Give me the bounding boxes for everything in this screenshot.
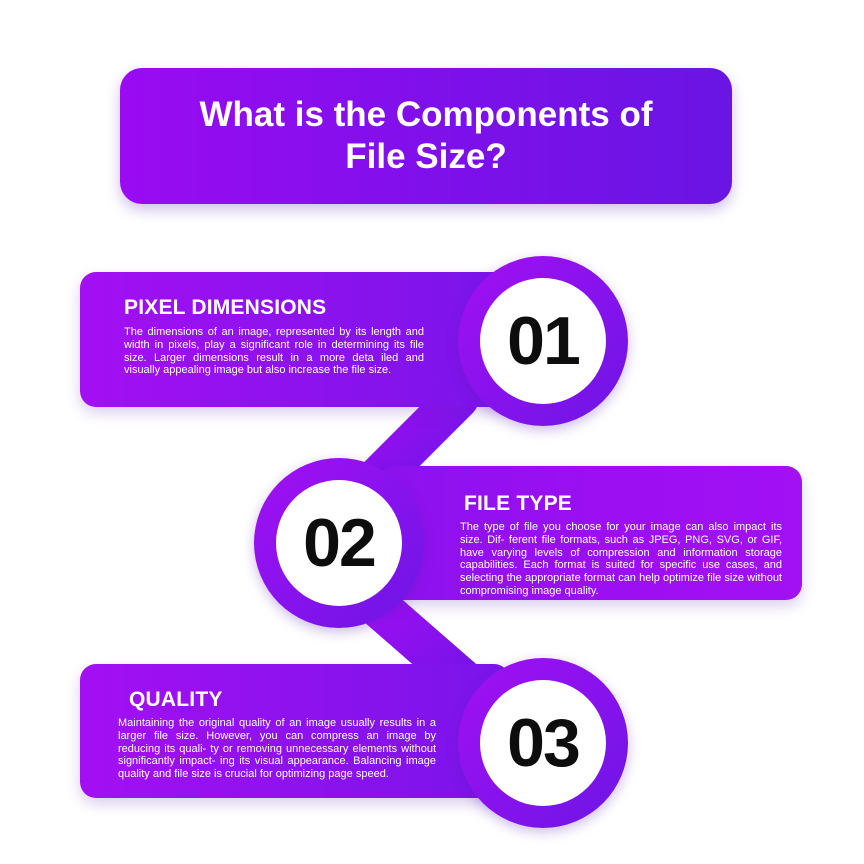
page-title: What is the Components of File Size? — [199, 95, 653, 176]
step-number: 03 — [507, 705, 581, 781]
number-disc: 01 — [480, 278, 606, 404]
step-description: The dimensions of an image, represented … — [124, 326, 424, 377]
step-description: Maintaining the original quality of an i… — [118, 717, 436, 781]
step-card-pixel-dimensions: PIXEL DIMENSIONS The dimensions of an im… — [80, 272, 510, 407]
step-card-quality: QUALITY Maintaining the original quality… — [80, 664, 510, 798]
step-number: 02 — [303, 505, 377, 581]
step-number-badge-02: 02 — [254, 458, 424, 628]
step-number-badge-01: 01 — [458, 256, 628, 426]
step-card-file-type: FILE TYPE The type of file you choose fo… — [380, 466, 802, 600]
step-heading: FILE TYPE — [464, 492, 572, 515]
number-disc: 02 — [276, 480, 402, 606]
step-heading: QUALITY — [129, 688, 223, 711]
step-heading: PIXEL DIMENSIONS — [124, 296, 327, 319]
number-disc: 03 — [480, 680, 606, 806]
step-number: 01 — [507, 303, 581, 379]
step-number-badge-03: 03 — [458, 658, 628, 828]
title-banner: What is the Components of File Size? — [120, 68, 732, 204]
step-description: The type of file you choose for your ima… — [460, 521, 782, 597]
